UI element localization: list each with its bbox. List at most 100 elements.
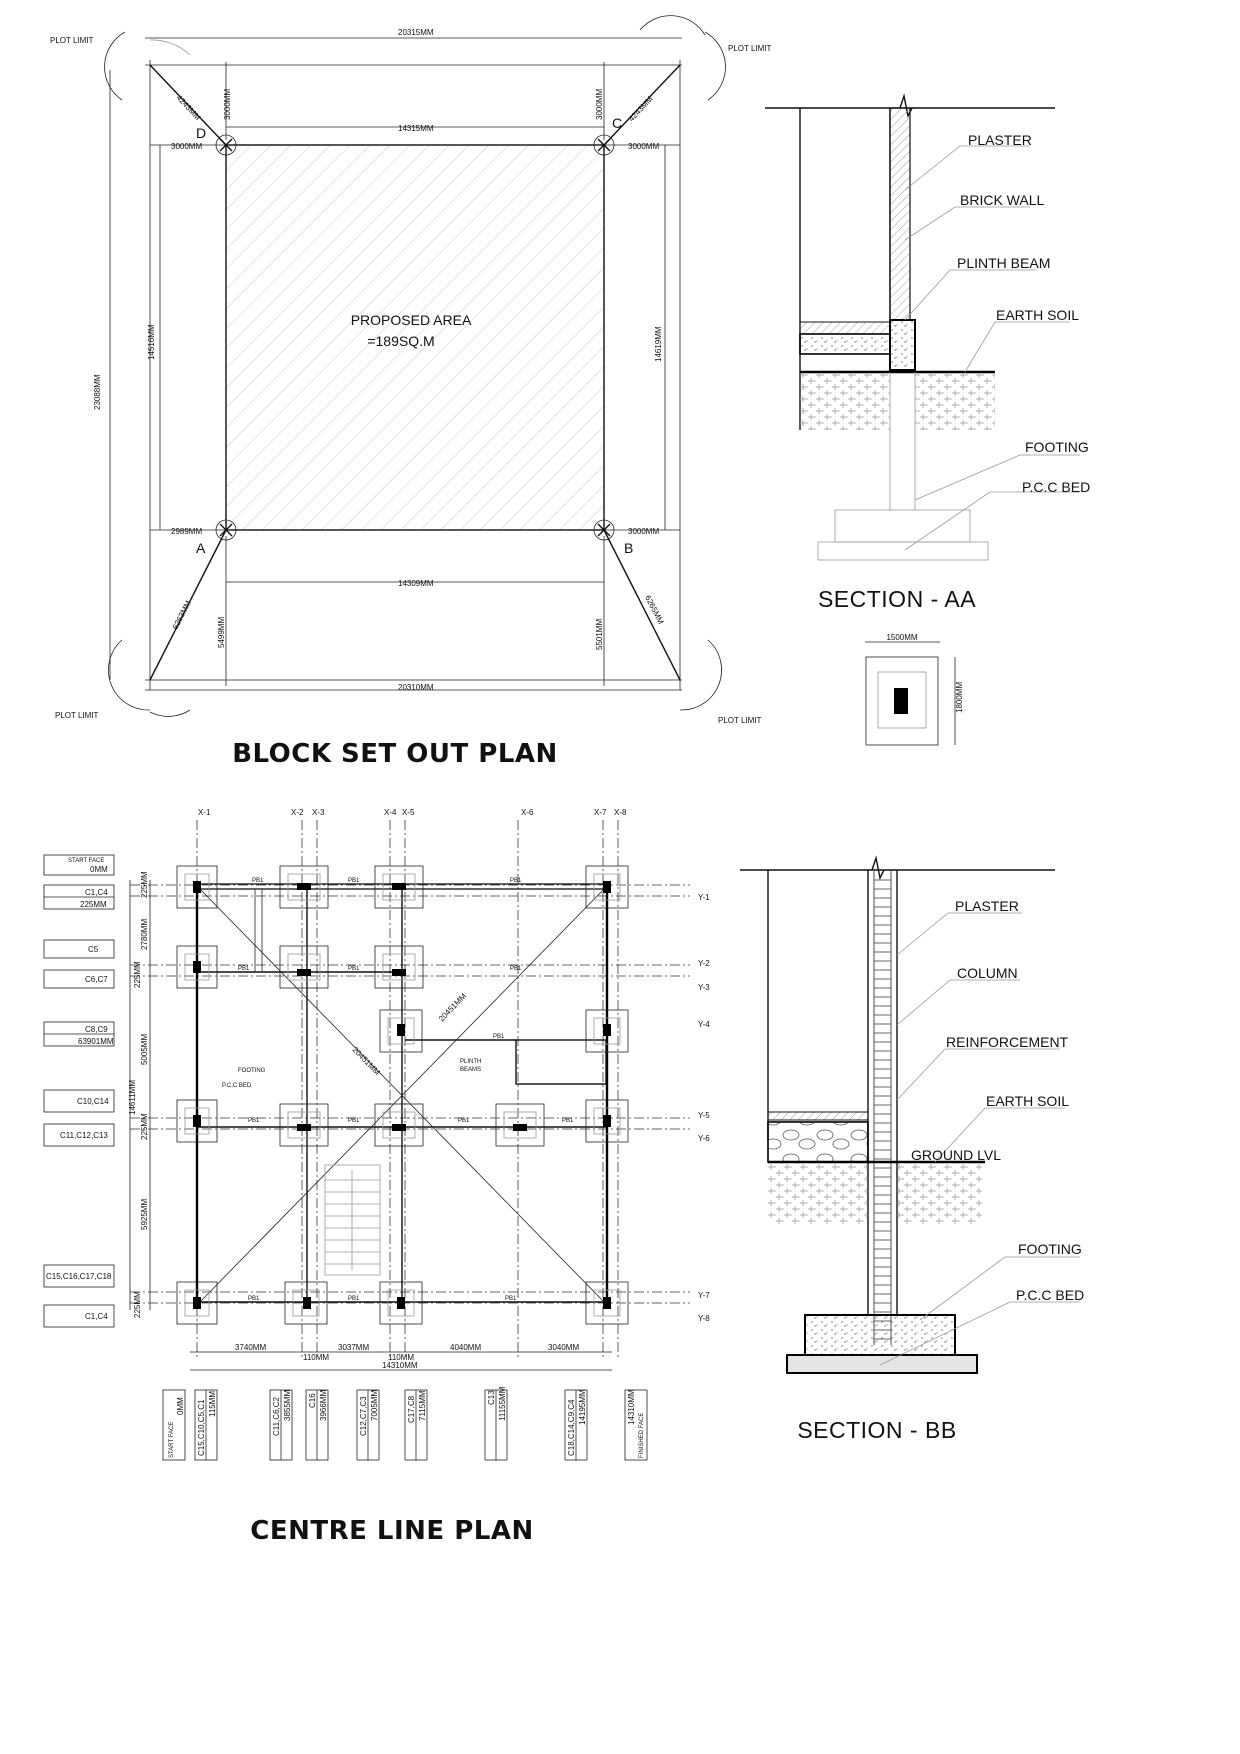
proposed-area-value: =189SQ.M bbox=[367, 333, 434, 349]
bottom-dim: 3040MM bbox=[548, 1343, 579, 1352]
x-axis-label: X-2 bbox=[291, 808, 304, 817]
diagonal-2-label: 20451MM bbox=[351, 1045, 382, 1077]
dim-right-top-offset: 3000MM bbox=[595, 89, 604, 120]
section-aa-title: SECTION - AA bbox=[818, 586, 976, 612]
left-tag-line1: C10,C14 bbox=[77, 1097, 109, 1106]
dim-top-inner: 14315MM bbox=[398, 124, 434, 133]
footings bbox=[176, 865, 629, 1325]
bb-pcc-bed-label: P.C.C BED bbox=[1016, 1287, 1084, 1303]
column-ties bbox=[874, 879, 891, 1340]
left-dim: 225MM bbox=[133, 1291, 142, 1318]
note-plinth: PLINTH bbox=[460, 1059, 481, 1065]
dim-left-inner: 14516MM bbox=[147, 324, 156, 360]
point-b-marker bbox=[593, 519, 615, 541]
y-grid-lines bbox=[130, 884, 690, 1304]
left-tags: START FACE 0MM C1,C4 225MM C5 C6,C7 C8,C… bbox=[43, 854, 115, 1328]
point-d-label: D bbox=[196, 125, 206, 141]
x-axis-labels: X-1 X-2 X-3 X-4 X-5 X-6 X-7 X-8 bbox=[198, 808, 627, 817]
bottom-tag-b: 7115MM bbox=[418, 1390, 427, 1421]
left-dim: 5925MM bbox=[140, 1199, 149, 1230]
section-bb-title: SECTION - BB bbox=[797, 1417, 956, 1443]
left-tag-line1: C1,C4 bbox=[85, 888, 108, 897]
aa-plinth-beam-label: PLINTH BEAM bbox=[957, 255, 1050, 271]
pb1-label: PB1 bbox=[510, 878, 522, 884]
x-axis-label: X-8 bbox=[614, 808, 627, 817]
dim-left-side-a: 2989MM bbox=[171, 527, 202, 536]
bottom-dim: 3740MM bbox=[235, 1343, 266, 1352]
bottom-tag-a: C15,C10,C5,C1 bbox=[197, 1399, 206, 1456]
bb-plaster-label: PLASTER bbox=[955, 898, 1019, 914]
block-set-out-plan-title: BLOCK SET OUT PLAN bbox=[232, 739, 558, 769]
pb1-label: PB1 bbox=[238, 966, 250, 972]
bottom-tag-b: 115MM bbox=[208, 1391, 217, 1417]
bb-reinforcement-label: REINFORCEMENT bbox=[946, 1034, 1069, 1050]
plot-limit-tr: PLOT LIMIT bbox=[728, 44, 772, 53]
left-dim: 225MM bbox=[140, 1113, 149, 1140]
dim-right-side-c: 3000MM bbox=[628, 142, 659, 151]
left-tag-line2: 0MM bbox=[90, 865, 108, 874]
dim-diag-top-right: 4243MM bbox=[627, 94, 655, 123]
dim-top-outer: 20315MM bbox=[398, 28, 434, 37]
pb1-label: PB1 bbox=[252, 878, 264, 884]
x-axis-label: X-5 bbox=[402, 808, 415, 817]
centre-line-plan: X-1 X-2 X-3 X-4 X-5 X-6 X-7 X-8 Y-1 Y-2 … bbox=[43, 808, 710, 1546]
bottom-tag-b: 0MM bbox=[176, 1397, 185, 1415]
bottom-dims: 3740MM 110MM 3037MM 110MM 4040MM 3040MM … bbox=[190, 1343, 612, 1371]
x-axis-label: X-4 bbox=[384, 808, 397, 817]
dim-right-inner: 14619MM bbox=[654, 326, 663, 362]
dim-bottom-inner: 14309MM bbox=[398, 579, 434, 588]
dim-left-bottom-offset: 5499MM bbox=[217, 617, 226, 648]
bottom-dim: 110MM bbox=[303, 1353, 329, 1362]
y-axis-label: Y-8 bbox=[698, 1314, 710, 1323]
left-tag-line1: C11,C12,C13 bbox=[60, 1131, 108, 1140]
bottom-tag-b: 11155MM bbox=[498, 1386, 507, 1421]
proposed-area-label: PROPOSED AREA bbox=[351, 312, 472, 328]
pb1-label: PB1 bbox=[348, 966, 360, 972]
x-axis-label: X-3 bbox=[312, 808, 325, 817]
x-axis-label: X-1 bbox=[198, 808, 211, 817]
bottom-tags: START FACE 0MM C15,C10,C5,C1 115MM C11,C… bbox=[162, 1386, 648, 1461]
diagonal-1-label: 20451MM bbox=[437, 991, 468, 1023]
bottom-dim: 4040MM bbox=[450, 1343, 481, 1352]
x-axis-label: X-7 bbox=[594, 808, 607, 817]
pb1-label: PB1 bbox=[505, 1296, 517, 1302]
y-axis-label: Y-2 bbox=[698, 959, 710, 968]
point-c-label: C bbox=[612, 115, 622, 131]
left-tag-line1: C8,C9 bbox=[85, 1025, 108, 1034]
point-c-marker bbox=[593, 134, 615, 156]
dim-left-top-offset: 3000MM bbox=[223, 89, 232, 120]
aa-earth-soil-label: EARTH SOIL bbox=[996, 307, 1079, 323]
bottom-tag-a: C18,C14,C9,C4 bbox=[567, 1399, 576, 1456]
dim-diag-top-left: 4243MM bbox=[175, 93, 203, 122]
aa-pcc-bed-label: P.C.C BED bbox=[1022, 479, 1090, 495]
note-beams: BEAMS bbox=[460, 1067, 481, 1073]
point-a-marker bbox=[215, 519, 237, 541]
note-footing: FOOTING bbox=[238, 1068, 266, 1074]
bottom-tag-a: C17,C8 bbox=[407, 1395, 416, 1423]
bottom-dim: 3037MM bbox=[338, 1343, 369, 1352]
pb1-label: PB1 bbox=[248, 1118, 260, 1124]
pb1-label: PB1 bbox=[458, 1118, 470, 1124]
y-axis-label: Y-5 bbox=[698, 1111, 710, 1120]
dim-diag-bottom-left: 6263MM bbox=[171, 599, 193, 631]
y-axis-label: Y-1 bbox=[698, 893, 710, 902]
footing-length-label: 1800MM bbox=[955, 682, 964, 713]
x-axis-label: X-6 bbox=[521, 808, 534, 817]
point-b-label: B bbox=[624, 540, 633, 556]
footing-width-label: 1500MM bbox=[886, 633, 917, 642]
bottom-tag-a: C13 bbox=[487, 1390, 496, 1405]
y-axis-labels: Y-1 Y-2 Y-3 Y-4 Y-5 Y-6 Y-7 Y-8 bbox=[698, 893, 710, 1323]
left-tag-line2: 225MM bbox=[80, 900, 107, 909]
left-dims: 225MM 2780MM 225MM 5005MM 225MM 5925MM 2… bbox=[128, 871, 151, 1318]
dim-right-bottom-offset: 5501MM bbox=[595, 619, 604, 650]
bottom-tag-a: C11,C6,C2 bbox=[272, 1396, 281, 1436]
aa-footing-label: FOOTING bbox=[1025, 439, 1089, 455]
plot-limit-bl: PLOT LIMIT bbox=[55, 711, 99, 720]
dim-right-side-b: 3000MM bbox=[628, 527, 659, 536]
bottom-tag-a: START FACE bbox=[169, 1422, 175, 1458]
section-aa: PLASTER BRICK WALL PLINTH BEAM EARTH SOI… bbox=[765, 93, 1090, 746]
point-d-marker bbox=[215, 134, 237, 156]
y-axis-label: Y-7 bbox=[698, 1291, 710, 1300]
bottom-dim-total: 14310MM bbox=[382, 1361, 418, 1370]
